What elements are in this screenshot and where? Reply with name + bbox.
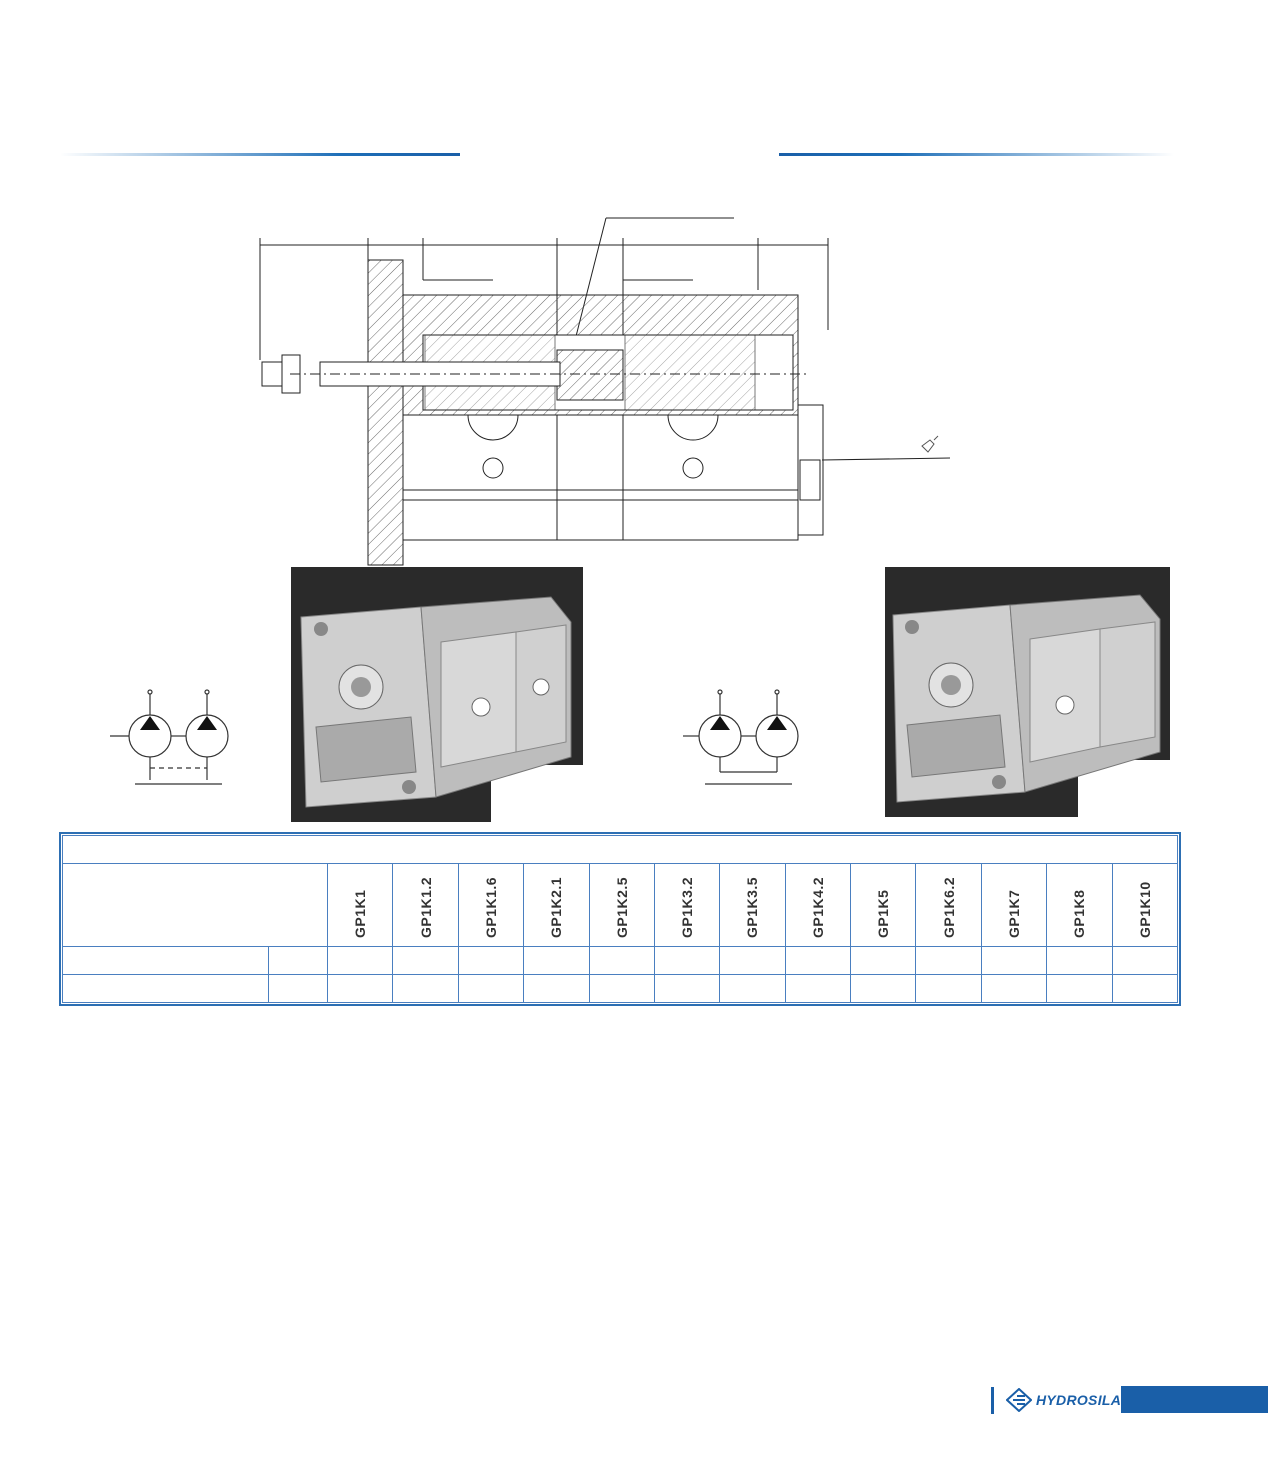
table-header-model: GP1K2.1 <box>523 863 590 947</box>
table-cell <box>719 945 786 975</box>
table-cell <box>326 945 394 975</box>
table-header-row: GP1K1 GP1K1.2 GP1K1.6 GP1K2.1 GP1K2.5 GP1K3.2… <box>62 863 1178 947</box>
model-label: GP1K2.1 <box>548 876 565 938</box>
table-cell <box>62 973 269 1004</box>
footer-accent-bar <box>1121 1386 1268 1413</box>
model-label: GP1K8 <box>1071 889 1088 938</box>
table-cell <box>784 973 852 1004</box>
table-header-model: GP1K4.2 <box>784 863 852 947</box>
table-cell <box>653 945 721 975</box>
table-cell <box>326 973 394 1004</box>
table-cell <box>980 945 1048 975</box>
table-cell <box>268 945 328 975</box>
table-row <box>62 945 1178 975</box>
table-cell <box>915 973 982 1004</box>
table-cell <box>523 973 590 1004</box>
header-rule-left <box>60 153 460 156</box>
table-cell <box>1111 973 1178 1004</box>
table-title-cell <box>62 834 1178 865</box>
model-label: GP1K2.5 <box>613 876 630 938</box>
wrench-icon <box>921 435 939 453</box>
model-label: GP1K3.2 <box>679 876 696 938</box>
hydrosila-logo-icon <box>1006 1388 1032 1412</box>
table-cell <box>1111 945 1178 975</box>
table-header-model: GP1K3.5 <box>719 863 786 947</box>
table-cell <box>588 973 655 1004</box>
table-cell <box>457 973 525 1004</box>
model-label: GP1K1.6 <box>482 876 499 938</box>
model-label: GP1K1 <box>352 889 369 938</box>
table-cell <box>784 945 852 975</box>
footer-separator <box>991 1387 994 1414</box>
pump-symbol-icon <box>683 689 799 785</box>
brand-logo: HYDROSILA <box>1006 1386 1121 1414</box>
table-cell <box>849 945 917 975</box>
table-cell <box>653 973 721 1004</box>
table-title-row <box>62 834 1178 865</box>
table-header-model: GP1K6.2 <box>915 863 982 947</box>
pump-photo-double <box>291 567 583 822</box>
table-header-label-cell <box>62 863 328 947</box>
table-header-model: GP1K10 <box>1111 863 1178 947</box>
model-label: GP1K3.5 <box>744 876 761 938</box>
table-header-model: GP1K7 <box>980 863 1048 947</box>
table-cell <box>268 973 328 1004</box>
table-header-model: GP1K1 <box>326 863 394 947</box>
table-cell <box>457 945 525 975</box>
pump-symbol-icon <box>110 689 229 785</box>
table-cell <box>1046 945 1113 975</box>
table-cell <box>392 973 459 1004</box>
table-cell <box>588 945 655 975</box>
table-header-model: GP1K5 <box>849 863 917 947</box>
table-header-model: GP1K8 <box>1046 863 1113 947</box>
brand-name: HYDROSILA <box>1036 1392 1122 1408</box>
table-row <box>62 973 1178 1004</box>
table-cell <box>1046 973 1113 1004</box>
pump-photo-single-outlet <box>885 567 1170 817</box>
table-header-model: GP1K1.2 <box>392 863 459 947</box>
table-cell <box>719 973 786 1004</box>
model-label: GP1K6.2 <box>940 876 957 938</box>
table-cell <box>915 945 982 975</box>
table-cell <box>980 973 1048 1004</box>
table-cell <box>62 945 269 975</box>
table-cell <box>849 973 917 1004</box>
table-header-model: GP1K1.6 <box>457 863 525 947</box>
table-cell <box>392 945 459 975</box>
pump-section-drawing <box>259 217 950 566</box>
model-label: GP1K7 <box>1005 889 1022 938</box>
model-label: GP1K5 <box>875 889 892 938</box>
spec-table: GP1K1 GP1K1.2 GP1K1.6 GP1K2.1 GP1K2.5 GP1K3.2… <box>59 832 1181 1006</box>
model-label: GP1K1.2 <box>417 876 434 938</box>
model-label: GP1K4.2 <box>809 876 826 938</box>
model-label: GP1K10 <box>1136 880 1153 938</box>
table-header-model: GP1K2.5 <box>588 863 655 947</box>
table-cell <box>523 945 590 975</box>
table-header-model: GP1K3.2 <box>653 863 721 947</box>
header-rule-right <box>779 153 1174 156</box>
